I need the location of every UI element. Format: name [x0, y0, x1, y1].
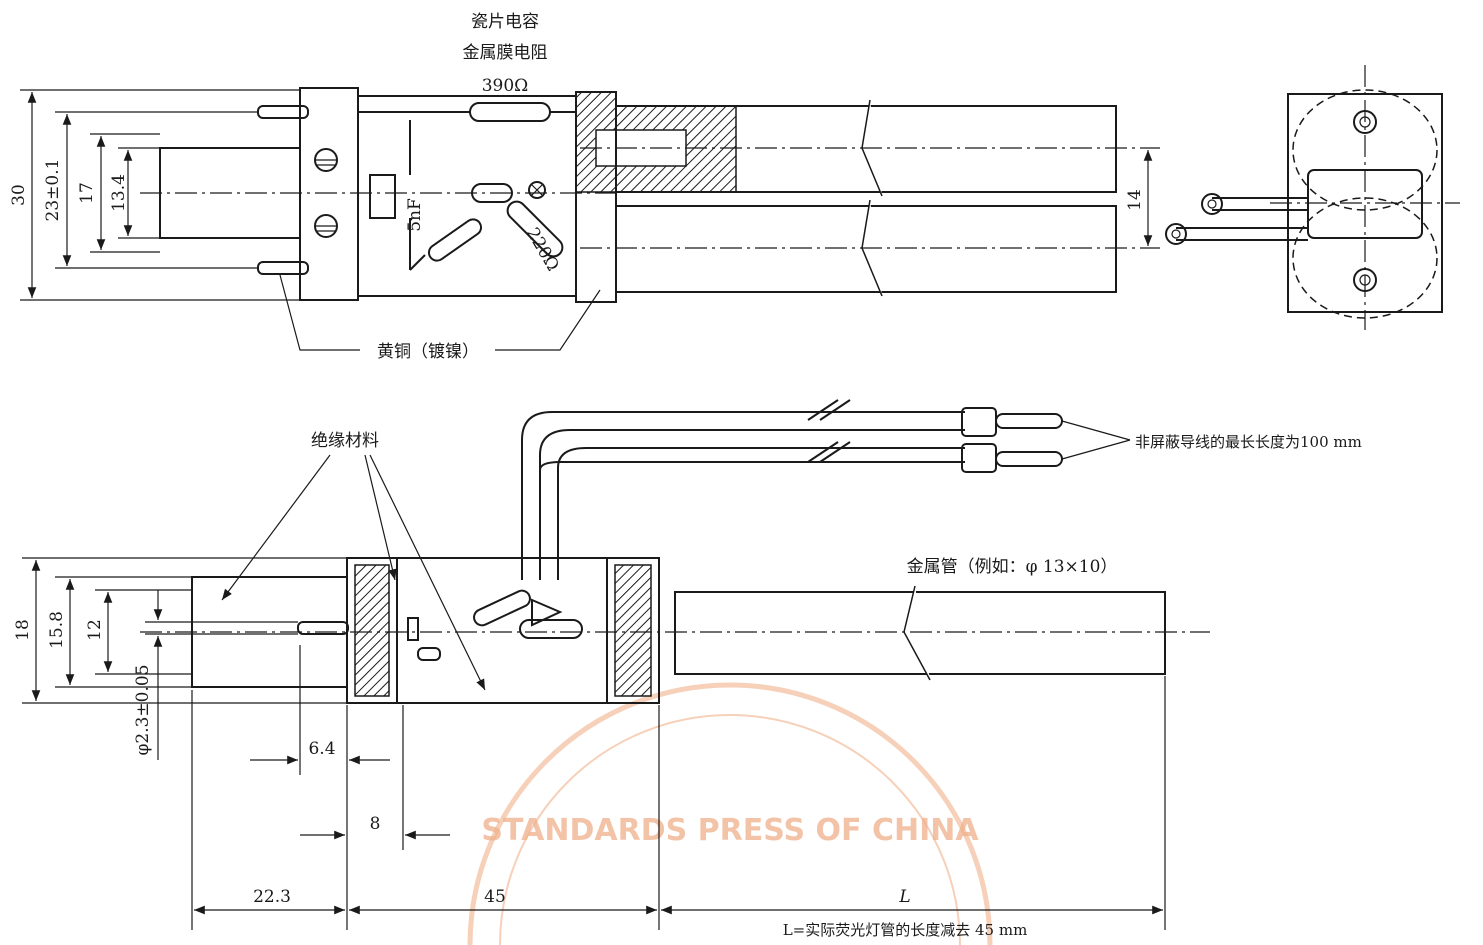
side-flange-right: [606, 557, 660, 704]
side-pin: [297, 621, 349, 635]
screw-icon: [1353, 110, 1377, 134]
resistor-390-label: 390Ω: [482, 76, 529, 96]
watermark: STANDARDS PRESS OF CHINA: [467, 682, 993, 945]
dim-23: 23±0.1: [43, 159, 63, 222]
dim-45: 45: [484, 887, 506, 907]
metal-tube-label: 金属管（例如：φ 13×10）: [907, 557, 1118, 577]
dim-22-3: 22.3: [253, 887, 291, 907]
lead-sleeve: [961, 407, 997, 437]
lead-sleeve: [961, 443, 997, 473]
screw-icon: [1353, 268, 1377, 292]
capacitor-label: 瓷片电容: [471, 12, 539, 32]
resistor-220: [506, 200, 564, 258]
wire-end-icon: [1201, 193, 1223, 215]
capacitor-5nf: [369, 174, 396, 219]
dim-diameter: φ2.3±0.05: [133, 664, 153, 755]
resistor-diag: [427, 218, 483, 262]
dim-12: 12: [85, 619, 105, 641]
lead-length-label: 非屏蔽导线的最长长度为100 mm: [1135, 433, 1362, 451]
wire-end-icon: [1165, 223, 1187, 245]
dim-8: 8: [370, 814, 381, 834]
insulation-label: 绝缘材料: [311, 431, 379, 451]
L-note: L=实际荧光灯管的长度减去 45 mm: [783, 921, 1028, 939]
resistor-220-label: 220Ω: [522, 224, 563, 274]
end-view: [1165, 65, 1460, 330]
starter-icon: [471, 181, 546, 203]
dim-13-4: 13.4: [109, 174, 129, 212]
screw-icon: [314, 148, 338, 172]
dim-14: 14: [1125, 189, 1145, 211]
resistor-390: [469, 102, 551, 122]
dim-17: 17: [77, 182, 97, 204]
dim-6-4: 6.4: [308, 739, 335, 759]
dim-18: 18: [13, 619, 33, 641]
dim-L: L: [898, 887, 910, 907]
dim-15-8: 15.8: [47, 611, 67, 649]
side-view: [22, 399, 1210, 930]
top-view: [20, 87, 1160, 351]
watermark-text: STANDARDS PRESS OF CHINA: [481, 813, 979, 848]
side-body: [396, 557, 608, 704]
tube-upper: [615, 105, 1117, 193]
dim-30: 30: [9, 184, 29, 206]
brass-label: 黄铜（镀镍）: [377, 342, 479, 362]
screw-icon: [314, 214, 338, 238]
capacitor-value-label: 5nF: [405, 198, 425, 232]
tube-lower: [615, 205, 1117, 293]
resistor-label: 金属膜电阻: [463, 43, 548, 63]
metal-tube: [674, 591, 1166, 675]
